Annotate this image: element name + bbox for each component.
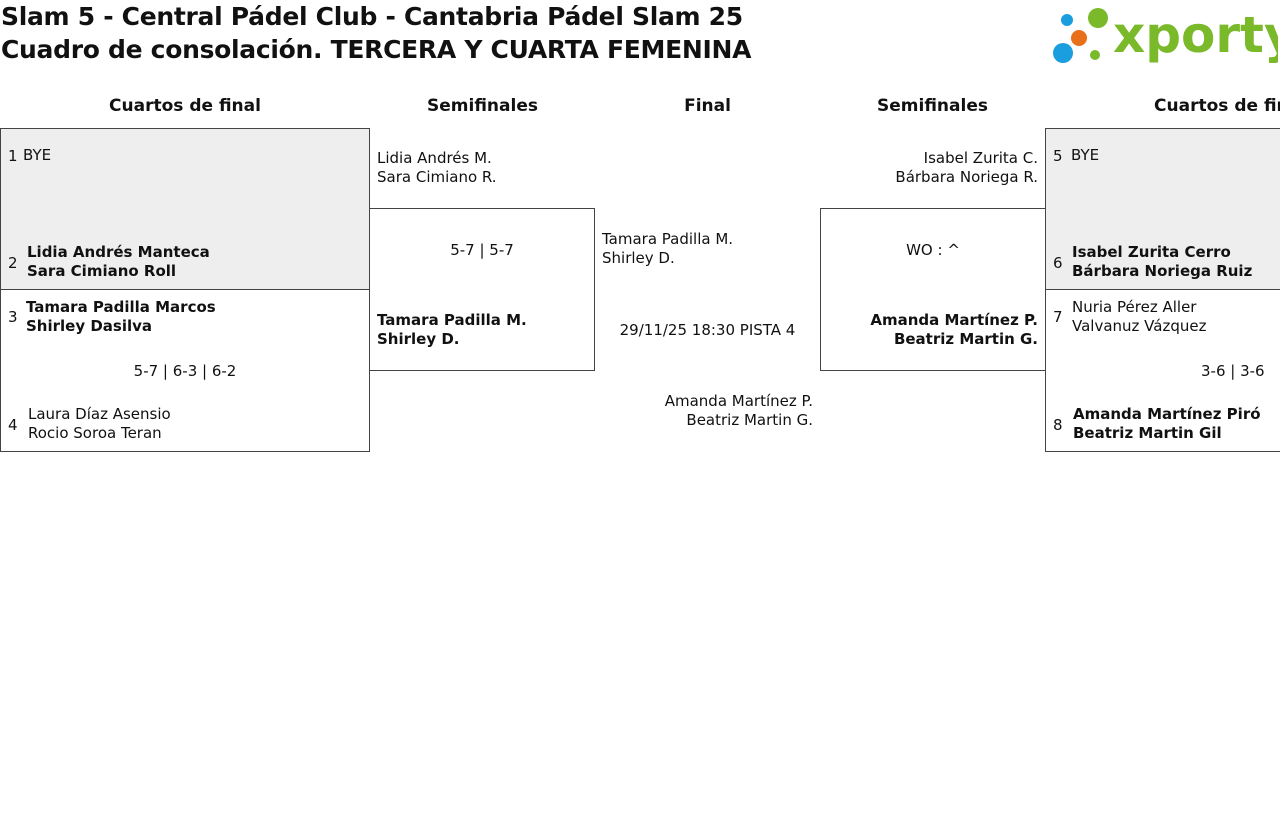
final-bottom-player[interactable]: Beatriz Martin G. — [686, 411, 813, 429]
seed-number: 4 — [8, 416, 18, 434]
seed-number: 5 — [1053, 147, 1063, 165]
logo-text: xporty — [1113, 6, 1278, 64]
right-sf-top-player[interactable]: Isabel Zurita C. — [923, 149, 1038, 167]
left-sf-top-player[interactable]: Lidia Andrés M. — [377, 149, 492, 167]
round-header-final: Final — [684, 96, 731, 116]
right-qf-match-1[interactable]: 5 BYE 6 Isabel Zurita Cerro Bárbara Nori… — [1045, 128, 1280, 290]
team-player[interactable]: Amanda Martínez P. — [870, 311, 1038, 329]
team-player[interactable]: Tamara Padilla Marcos — [26, 298, 216, 316]
logo-dot-blue-large — [1053, 43, 1073, 63]
seed-number: 6 — [1053, 254, 1063, 272]
logo-dot-green — [1088, 8, 1108, 28]
round-header-sf-right: Semifinales — [877, 96, 988, 116]
match-score: 5-7 | 5-7 — [450, 241, 514, 259]
xporty-logo[interactable]: xporty — [1050, 4, 1280, 68]
seed-number: 8 — [1053, 416, 1063, 434]
round-header-qf-right: Cuartos de final — [1154, 96, 1280, 116]
left-qf-match-1[interactable]: 1 BYE 2 Lidia Andrés Manteca Sara Cimian… — [0, 128, 370, 290]
team-player[interactable]: Shirley D. — [377, 330, 460, 348]
right-sf-top-player[interactable]: Bárbara Noriega R. — [895, 168, 1038, 186]
team-bye: BYE — [23, 146, 52, 164]
team-player[interactable]: Shirley Dasilva — [26, 317, 153, 335]
final-schedule: 29/11/25 18:30 PISTA 4 — [619, 321, 796, 339]
match-score: 5-7 | 6-3 | 6-2 — [133, 362, 237, 380]
right-qf-match-2[interactable]: 7 Nuria Pérez Aller Valvanuz Vázquez 3-6… — [1045, 289, 1280, 452]
final-bottom-player[interactable]: Amanda Martínez P. — [664, 392, 813, 410]
logo-dot-orange — [1071, 30, 1087, 46]
right-sf-match[interactable]: WO : ^ Amanda Martínez P. Beatriz Martin… — [820, 208, 1046, 371]
logo-dot-blue-small — [1061, 14, 1073, 26]
match-score: 3-6 | 3-6 — [1201, 362, 1265, 380]
xporty-logo-mark: xporty — [1053, 6, 1280, 64]
page-title: Slam 5 - Central Pádel Club - Cantabria … — [1, 2, 743, 31]
round-header-qf-left: Cuartos de final — [109, 96, 261, 116]
left-qf-match-2[interactable]: 3 Tamara Padilla Marcos Shirley Dasilva … — [0, 289, 370, 452]
team-player[interactable]: Rocio Soroa Teran — [28, 424, 162, 442]
match-score: WO : ^ — [906, 241, 960, 259]
team-player[interactable]: Lidia Andrés Manteca — [27, 243, 210, 261]
final-top-player[interactable]: Tamara Padilla M. — [602, 230, 734, 248]
final-top-player[interactable]: Shirley D. — [602, 249, 675, 267]
page-subtitle: Cuadro de consolación. TERCERA Y CUARTA … — [1, 35, 752, 64]
seed-number: 3 — [8, 308, 18, 326]
left-sf-match[interactable]: 5-7 | 5-7 Tamara Padilla M. Shirley D. — [369, 208, 595, 371]
team-player[interactable]: Isabel Zurita Cerro — [1072, 243, 1231, 261]
team-player[interactable]: Nuria Pérez Aller — [1072, 298, 1197, 316]
team-player[interactable]: Beatriz Martin Gil — [1073, 424, 1222, 442]
seed-number: 7 — [1053, 308, 1063, 326]
team-bye: BYE — [1071, 146, 1100, 164]
team-player[interactable]: Valvanuz Vázquez — [1072, 317, 1207, 335]
seed-number: 1 — [8, 147, 18, 165]
round-header-sf-left: Semifinales — [427, 96, 538, 116]
team-player[interactable]: Amanda Martínez Piró — [1073, 405, 1261, 423]
team-player[interactable]: Sara Cimiano Roll — [27, 262, 177, 280]
left-sf-top-player[interactable]: Sara Cimiano R. — [377, 168, 497, 186]
seed-number: 2 — [8, 254, 18, 272]
team-player[interactable]: Bárbara Noriega Ruiz — [1072, 262, 1253, 280]
logo-dot-green-small — [1090, 50, 1100, 60]
team-player[interactable]: Tamara Padilla M. — [377, 311, 527, 329]
team-player[interactable]: Laura Díaz Asensio — [28, 405, 171, 423]
team-player[interactable]: Beatriz Martin G. — [893, 330, 1038, 348]
